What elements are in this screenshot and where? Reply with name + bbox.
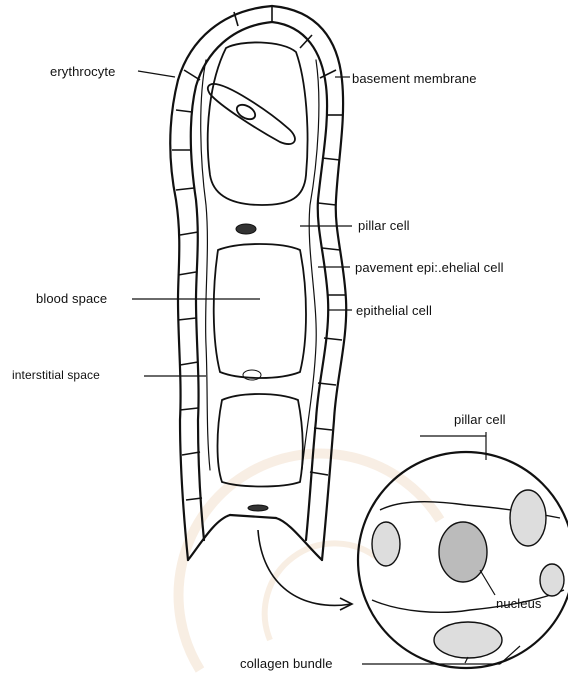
label-blood-space: blood space: [36, 291, 107, 306]
blood-spaces: [208, 42, 308, 486]
lamella-outline: [170, 6, 346, 560]
label-pillar-cell-inset: pillar cell: [454, 412, 506, 427]
label-epithelial-cell: epithelial cell: [356, 303, 432, 318]
label-pillar-cell: pillar cell: [358, 218, 410, 233]
label-basement-membrane: basement membrane: [352, 71, 477, 86]
inset-pillar-cell-detail: [358, 452, 568, 668]
watermark-seal: [179, 454, 440, 670]
label-nucleus: nucleus: [496, 596, 542, 611]
label-collagen-bundle: collagen bundle: [240, 656, 333, 671]
erythrocyte-cell: [208, 84, 295, 144]
label-interstitial-space: interstitial space: [12, 368, 100, 382]
label-erythrocyte: erythrocyte: [50, 64, 115, 79]
label-pavement-epithelial-cell: pavement epi:.ehelial cell: [355, 260, 504, 275]
